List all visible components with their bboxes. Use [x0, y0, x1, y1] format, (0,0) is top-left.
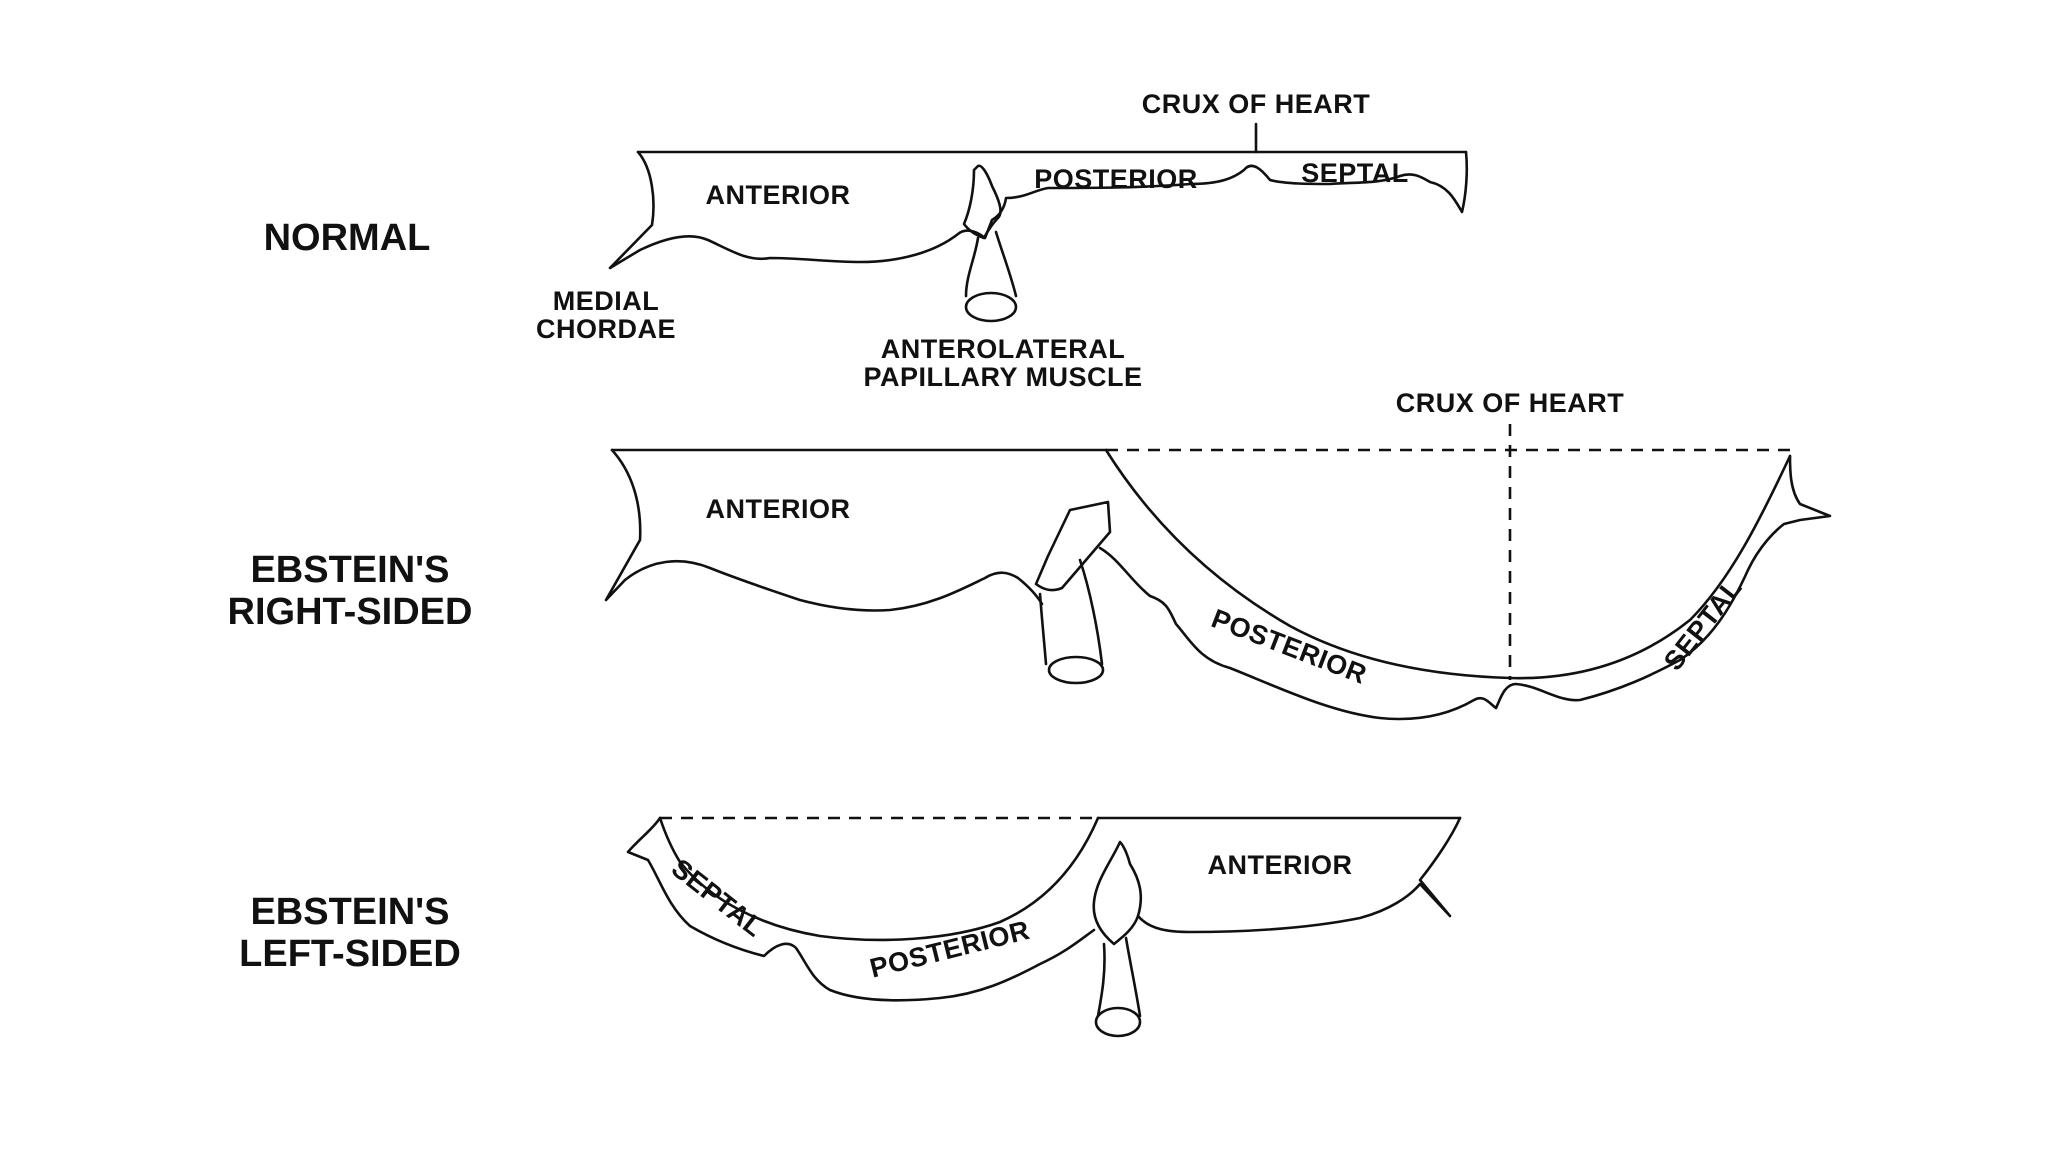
papillary-label-line1: ANTEROLATERAL	[881, 334, 1125, 364]
normal-septal-label: SEPTAL	[1301, 158, 1409, 188]
left-sided-anterior-label: ANTERIOR	[1208, 850, 1353, 880]
papillary-label-line2: PAPILLARY MUSCLE	[863, 362, 1142, 392]
normal-papillary-base	[964, 291, 1018, 323]
left-sided-displaced-leaflet	[658, 816, 1100, 942]
left-sided-leaflet-free-edge	[626, 816, 1096, 1002]
normal-posterior-label: POSTERIOR	[1034, 164, 1198, 194]
medial-chordae-label-line2: CHORDAE	[536, 314, 676, 344]
right-sided-crux-label: CRUX OF HEART	[1396, 388, 1625, 418]
right-sided-leaflet-free-edge	[1098, 454, 1832, 721]
left-sided-anterior-outline	[1136, 816, 1462, 934]
right-sided-papillary-body	[1038, 558, 1104, 666]
normal-leaflet-outline	[608, 150, 1469, 270]
normal-row: NORMAL CRUX OF HEART ANTERIOR POSTERIOR …	[264, 89, 1469, 392]
normal-anterior-label: ANTERIOR	[706, 180, 851, 210]
right-sided-papillary-head	[1034, 500, 1112, 592]
medial-chordae-label-line1: MEDIAL	[553, 286, 660, 316]
left-sided-title-line2: LEFT-SIDED	[239, 933, 461, 975]
left-sided-title-line1: EBSTEIN'S	[250, 891, 449, 933]
normal-papillary-body	[964, 230, 1018, 298]
left-sided-septal-label: SEPTAL	[666, 853, 769, 943]
right-sided-septal-label: SEPTAL	[1658, 573, 1748, 676]
right-sided-papillary-base	[1047, 655, 1105, 685]
left-sided-papillary-head	[1092, 840, 1143, 946]
left-sided-posterior-label: POSTERIOR	[867, 915, 1033, 984]
left-sided-papillary-base	[1094, 1006, 1142, 1038]
right-sided-anterior-outline	[604, 448, 1044, 612]
right-sided-row: EBSTEIN'S RIGHT-SIDED CRUX OF HEART ANTE…	[228, 388, 1832, 721]
left-sided-papillary-body	[1096, 936, 1142, 1018]
right-sided-posterior-label: POSTERIOR	[1208, 603, 1371, 690]
right-sided-displaced-leaflet	[1104, 448, 1792, 680]
right-sided-anterior-label: ANTERIOR	[706, 494, 851, 524]
normal-papillary-head	[962, 164, 1002, 240]
normal-title: NORMAL	[264, 217, 431, 259]
normal-crux-label: CRUX OF HEART	[1142, 89, 1371, 119]
right-sided-title-line1: EBSTEIN'S	[250, 549, 449, 591]
right-sided-title-line2: RIGHT-SIDED	[228, 591, 473, 633]
left-sided-row: EBSTEIN'S LEFT-SIDED ANTERIOR POSTERIOR …	[239, 816, 1462, 1038]
